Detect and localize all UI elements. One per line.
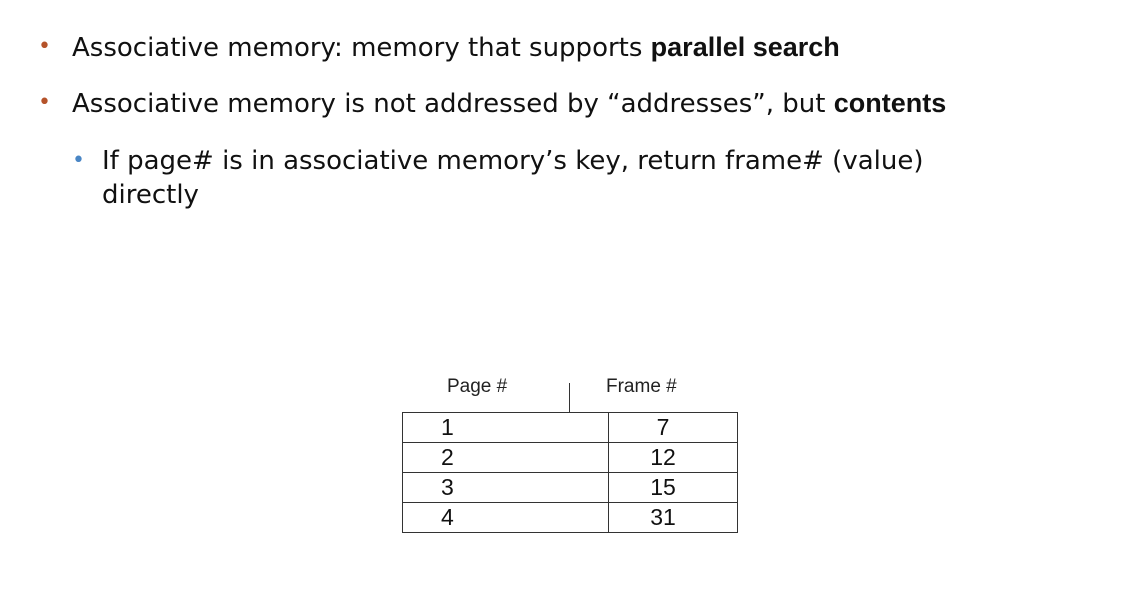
sub-bullet-dot: •	[72, 148, 85, 173]
associative-memory-table-figure: Page # Frame # 1 7 2 12 3 15 4 31	[402, 373, 738, 549]
page-cell: 2	[402, 442, 609, 473]
bullet-item: • Associative memory: memory that suppor…	[38, 31, 840, 64]
bullet-bold-text: contents	[833, 88, 947, 118]
sub-bullet-item: • If page# is in associative memory’s ke…	[72, 144, 1022, 212]
table-row: 4 31	[402, 502, 738, 533]
frame-cell: 12	[608, 442, 738, 473]
table-row: 3 15	[402, 472, 738, 503]
header-divider	[569, 383, 570, 413]
frame-cell: 7	[608, 412, 738, 443]
page-cell: 4	[402, 502, 609, 533]
column-header-frame: Frame #	[606, 376, 677, 397]
bullet-dot: •	[38, 90, 51, 115]
bullet-item: • Associative memory is not addressed by…	[38, 87, 947, 120]
column-header-page: Page #	[447, 376, 508, 397]
table-row: 2 12	[402, 442, 738, 473]
table-row: 1 7	[402, 412, 738, 443]
frame-cell: 15	[608, 472, 738, 503]
page-cell: 1	[402, 412, 609, 443]
bullet-bold-text: parallel search	[650, 32, 840, 62]
bullet-text: Associative memory is not addressed by “…	[72, 89, 834, 119]
page-cell: 3	[402, 472, 609, 503]
bullet-dot: •	[38, 34, 51, 59]
frame-cell: 31	[608, 502, 738, 533]
sub-bullet-text: If page# is in associative memory’s key,…	[102, 146, 924, 210]
page-frame-table: 1 7 2 12 3 15 4 31	[402, 412, 738, 533]
bullet-text: Associative memory: memory that supports	[72, 33, 651, 63]
